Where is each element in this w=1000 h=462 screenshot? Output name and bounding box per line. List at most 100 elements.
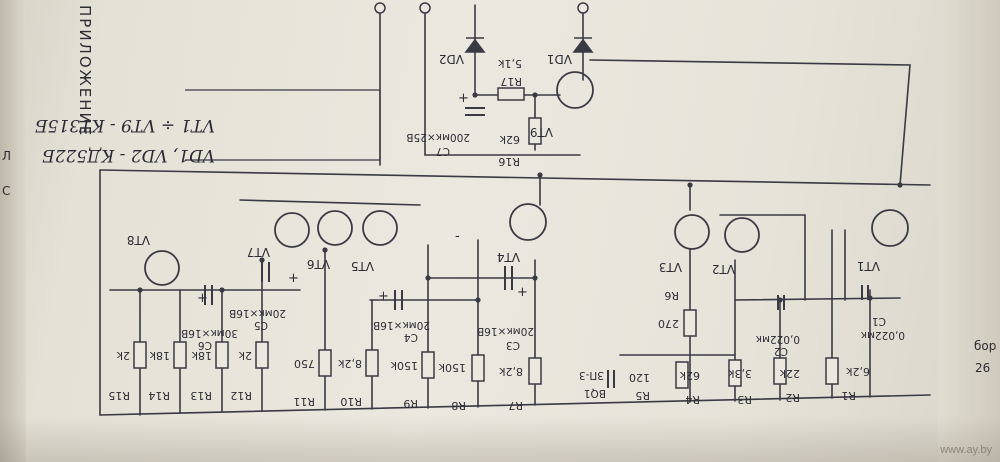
r10-value: 8,2k <box>338 357 362 370</box>
r1-ref: R1 <box>841 389 856 402</box>
c3-symbol <box>504 266 513 290</box>
paper-left-edge <box>0 0 26 462</box>
plus-mark-c4: + <box>378 289 389 304</box>
vt6-label: VT6 <box>307 257 330 271</box>
r11-value: 750 <box>294 357 315 370</box>
r7-ref: R7 <box>508 399 523 412</box>
legend-line-1: VD1, VD2 - КД522Б <box>42 145 215 165</box>
resistor-labels: R15 2k R14 18k R13 18k R12 2k R11 750 R1… <box>108 57 870 412</box>
left-edge-mark-2: С <box>2 184 10 198</box>
right-edge-mark-1: 26 <box>975 361 990 375</box>
resistors <box>133 87 839 389</box>
r8-ref: R8 <box>451 399 466 412</box>
c2-symbol <box>777 295 785 310</box>
capacitor-labels: C1 0,022мк C2 0,022мк C3 20мк×16В C4 20м… <box>181 131 905 399</box>
c7-ref: C7 <box>436 145 450 157</box>
r15-value: 2k <box>116 349 130 362</box>
r10-symbol <box>365 349 379 377</box>
vt3-symbol <box>674 214 710 250</box>
paper-right-edge <box>938 0 1000 462</box>
watermark: www.ay.by <box>940 444 992 456</box>
r11-ref: R11 <box>293 395 315 408</box>
left-edge-mark-1: Л <box>2 149 11 163</box>
c4-ref: C4 <box>404 331 418 343</box>
vt2-symbol <box>724 217 760 253</box>
c4-value: 20мк×16В <box>373 319 430 331</box>
c5-value: 20мк×16В <box>229 307 286 319</box>
right-edge-mark-2: бор <box>974 339 996 353</box>
r4-value: 62k <box>679 369 700 382</box>
r9-symbol <box>421 351 435 379</box>
c5-symbol <box>261 262 270 282</box>
r16-value: 62k <box>499 133 520 146</box>
vd1-symbol <box>572 38 594 53</box>
c5-ref: C5 <box>254 319 268 331</box>
r13-value: 18k <box>191 349 212 362</box>
power-rail <box>99 169 931 186</box>
vt1-label: VT1 <box>857 259 880 273</box>
r2-ref: R2 <box>785 391 800 404</box>
vt9-label: VT9 <box>530 125 553 139</box>
vt6-symbol <box>317 210 353 246</box>
r17-ref: R17 <box>500 75 522 88</box>
r14-value: 18k <box>149 349 170 362</box>
bq1-value: ЗП-3 <box>579 369 604 381</box>
terminal-1 <box>374 2 386 14</box>
c4-symbol <box>394 290 403 310</box>
r16-symbol <box>528 117 542 145</box>
vt5-symbol <box>362 210 398 246</box>
r14-ref: R14 <box>148 389 170 402</box>
r13-ref: R13 <box>190 389 212 402</box>
bq1-ref: BQ1 <box>584 387 606 399</box>
vt4-label: VT4 <box>497 250 520 264</box>
c3-ref: C3 <box>506 339 520 351</box>
r9-ref: R9 <box>403 397 418 410</box>
c6-value: 30мк×16В <box>181 327 238 339</box>
vt9-collector-line <box>589 59 911 186</box>
r16-ref: R16 <box>498 155 520 168</box>
r10-ref: R10 <box>340 395 362 408</box>
c3-value: 20мк×16В <box>477 325 534 337</box>
side-caption: ПРИЛОЖЕНИЕ <box>76 5 94 137</box>
junctions <box>137 92 903 303</box>
r17-value: 5,1k <box>498 57 522 70</box>
r4-ref: R4 <box>685 393 700 406</box>
r2-symbol <box>773 357 787 385</box>
r3-ref: R3 <box>737 393 752 406</box>
r6-symbol <box>683 309 697 337</box>
c7-value: 200мк×25В <box>406 131 470 143</box>
r17-symbol <box>497 87 525 101</box>
r11-symbol <box>318 349 332 377</box>
terminal-3 <box>577 2 589 14</box>
supply-wire-2 <box>424 9 581 156</box>
vt7-symbol <box>274 212 310 248</box>
vt5-label: VT5 <box>351 259 374 273</box>
vt3-label: VT3 <box>659 260 682 274</box>
r2-value: 22k <box>779 367 800 380</box>
bus-upper-left <box>239 199 421 206</box>
c6-ref: C6 <box>198 339 212 351</box>
r3-value: 3,3k <box>728 367 752 380</box>
c1-value: 0,022мк <box>861 329 905 341</box>
r5-ref: R5 <box>635 389 650 402</box>
vd1-label: VD1 <box>547 52 572 66</box>
r13-symbol <box>215 341 229 369</box>
paper-bottom-shadow <box>0 416 1000 462</box>
edge-marks: Л С 26 бор <box>2 149 996 375</box>
c7-symbol <box>465 107 485 116</box>
r15-symbol <box>133 341 147 369</box>
vd2-label: VD2 <box>439 52 464 66</box>
c1-ref: C1 <box>872 315 886 327</box>
r8-symbol <box>471 354 485 382</box>
r9-value: 150k <box>390 359 418 372</box>
vt8-symbol <box>144 250 180 286</box>
r7-value: 8,2k <box>499 365 523 378</box>
r14-symbol <box>173 341 187 369</box>
plus-mark-c3: + <box>517 285 528 300</box>
terminal-2 <box>419 2 431 14</box>
plus-mark-c6: + <box>197 291 208 306</box>
terminals <box>374 2 589 14</box>
r5-value: 120 <box>629 371 650 384</box>
r12-ref: R12 <box>230 389 252 402</box>
